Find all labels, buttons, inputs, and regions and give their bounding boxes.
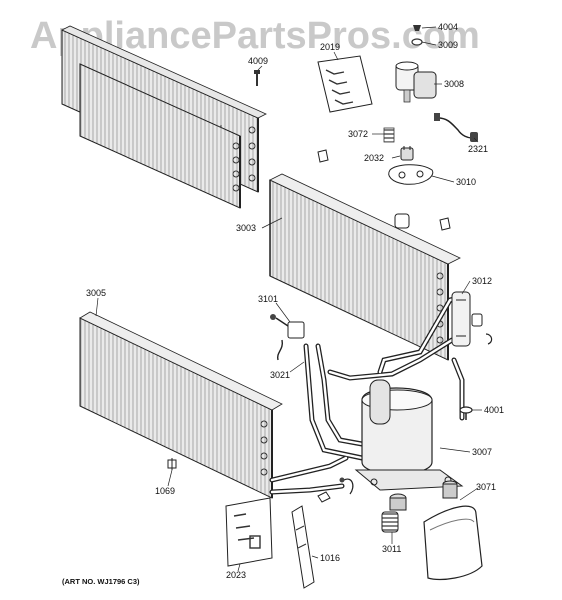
evaporator-coil-3005 [79,311,283,499]
part-label-1069[interactable]: 1069 [155,486,175,496]
part-label-3071[interactable]: 3071 [476,482,496,492]
grommet-icon [439,217,451,231]
valve-3101 [270,314,305,361]
part-label-2023[interactable]: 2023 [226,570,246,580]
harness-clip-kit-2019 [317,55,373,113]
mount-grommet-3011-icon [381,511,399,533]
spring-3072-icon [383,127,395,143]
screw-4004-icon [413,25,421,31]
part-label-3007[interactable]: 3007 [472,447,492,457]
reversing-valve-3012 [451,291,471,347]
part-label-2019[interactable]: 2019 [320,42,340,52]
part-label-3021[interactable]: 3021 [270,370,290,380]
mount-grommet-icon [389,493,407,511]
part-label-3005[interactable]: 3005 [86,288,106,298]
wire-lead-2321 [434,113,478,142]
grommet-icon [317,149,329,163]
part-label-3003[interactable]: 3003 [236,223,256,233]
wire-terminal-icon [317,477,354,503]
part-label-2032[interactable]: 2032 [364,153,384,163]
upper-coil-assembly [61,25,267,209]
part-label-3009[interactable]: 3009 [438,40,458,50]
part-labels: 4004 3009 4009 2019 3008 3072 2321 2032 … [86,22,504,580]
part-label-3010[interactable]: 3010 [456,177,476,187]
leader-lines [95,26,482,572]
clip-1069-icon [167,458,177,470]
part-label-3072[interactable]: 3072 [348,129,368,139]
part-label-3011[interactable]: 3011 [382,544,401,554]
part-label-1016[interactable]: 1016 [320,553,340,563]
part-label-4004[interactable]: 4004 [438,22,458,32]
part-label-4009[interactable]: 4009 [248,56,268,66]
part-label-3012[interactable]: 3012 [472,276,492,286]
part-label-3008[interactable]: 3008 [444,79,464,89]
valve-coil-3008 [395,61,437,103]
part-label-4001[interactable]: 4001 [484,405,504,415]
compressor-cover-3071 [423,505,483,581]
bracket-1016 [291,505,315,589]
washer-3009-icon [411,38,423,46]
bracket-3010 [388,164,434,185]
part-label-3101[interactable]: 3101 [258,294,278,304]
parts-kit-2023 [225,497,273,567]
mount-grommet-icon [442,480,458,499]
fitting-2032-icon [400,146,414,161]
screw-4009-icon [254,70,260,86]
mount-block-icon [394,213,410,229]
compressor-3007 [354,379,464,491]
part-label-2321[interactable]: 2321 [468,144,488,154]
clip-icon [471,313,493,345]
art-number: (ART NO. WJ1796 C3) [62,577,140,586]
